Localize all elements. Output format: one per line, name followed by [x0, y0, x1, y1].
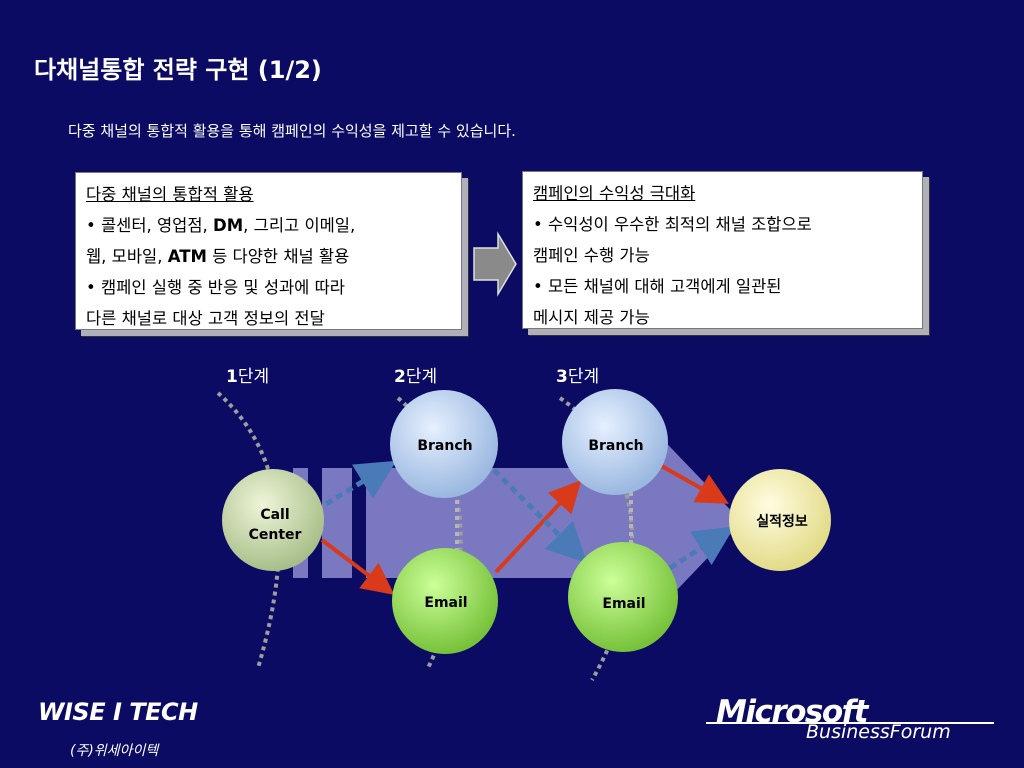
- profitability-line4: 메시지 제공 가능: [533, 308, 650, 327]
- profitability-heading: 캠페인의 수익성 극대화: [533, 184, 696, 203]
- arrow-call-to-email: [320, 538, 395, 595]
- multichannel-heading: 다중 채널의 통합적 활용: [86, 185, 254, 204]
- node-label: Call: [260, 507, 289, 523]
- node-result: 실적정보: [729, 469, 831, 571]
- node-label: Branch: [417, 438, 472, 454]
- wiseitech-logo-korean: (주)위세아이텍: [70, 743, 159, 759]
- multichannel-line3: • 캠페인 실행 중 반응 및 성과에 따라: [86, 278, 345, 297]
- stage-num: 3: [556, 367, 568, 387]
- node-branch-1: Branch: [390, 390, 498, 498]
- multichannel-box: 다중 채널의 통합적 활용 • 콜센터, 영업점, DM, 그리고 이메일, 웹…: [75, 172, 462, 330]
- arrow-branch-to-result: [657, 462, 729, 504]
- node-branch-2: Branch: [562, 389, 668, 495]
- stage-3-label: 3단계: [556, 367, 599, 387]
- profitability-line2: 캠페인 수행 가능: [533, 246, 650, 265]
- node-email-2: Email: [568, 542, 678, 652]
- text: • 콜센터, 영업점,: [86, 216, 214, 235]
- microsoft-businessforum-logo: Microsoft BusinessForum: [706, 694, 996, 746]
- stage-1-label: 1단계: [226, 367, 269, 387]
- wiseitech-logo: WISE I TECH: [38, 698, 198, 726]
- microsoft-logo-text: Microsoft: [716, 694, 869, 730]
- stage-text: 단계: [568, 367, 599, 387]
- text: , 그리고 이메일,: [243, 216, 356, 235]
- multichannel-line1: • 콜센터, 영업점, DM, 그리고 이메일,: [86, 210, 451, 241]
- text-bold: ATM: [167, 247, 207, 266]
- profitability-line1: • 수익성이 우수한 최적의 채널 조합으로: [533, 215, 812, 234]
- node-label: Email: [602, 596, 645, 612]
- text-bold: DM: [213, 216, 244, 235]
- stage-2-label: 2단계: [394, 367, 437, 387]
- node-label: Email: [424, 595, 467, 611]
- page-subtitle: 다중 채널의 통합적 활용을 통해 캠페인의 수익성을 제고할 수 있습니다.: [68, 122, 516, 140]
- stage-num: 2: [394, 367, 406, 387]
- page-title: 다채널통합 전략 구현 (1/2): [34, 56, 322, 84]
- node-call-center: Call Center: [222, 469, 324, 571]
- node-email-1: Email: [392, 548, 498, 654]
- logo-underline: [706, 722, 994, 724]
- node-label: 실적정보: [756, 513, 808, 530]
- arrow-email-to-branch: [494, 480, 582, 574]
- arrow-call-to-branch: [324, 460, 397, 507]
- stage-text: 단계: [238, 367, 269, 387]
- stage-text: 단계: [406, 367, 437, 387]
- businessforum-logo-text: BusinessForum: [806, 721, 951, 743]
- right-arrow-icon: [473, 231, 517, 297]
- node-label: Center: [249, 527, 302, 543]
- stage-num: 1: [226, 367, 238, 387]
- profitability-box: 캠페인의 수익성 극대화 • 수익성이 우수한 최적의 채널 조합으로 캠페인 …: [522, 171, 923, 329]
- multichannel-line4: 다른 채널로 대상 고객 정보의 전달: [86, 309, 325, 328]
- multichannel-line2: 웹, 모바일, ATM 등 다양한 채널 활용: [86, 241, 451, 272]
- text: 웹, 모바일,: [86, 247, 168, 266]
- node-label: Branch: [588, 438, 643, 454]
- profitability-line3: • 모든 채널에 대해 고객에게 일관된: [533, 277, 782, 296]
- text: 등 다양한 채널 활용: [206, 247, 350, 266]
- arrow-branch-to-email: [492, 468, 588, 564]
- stage1-divider: [216, 391, 281, 669]
